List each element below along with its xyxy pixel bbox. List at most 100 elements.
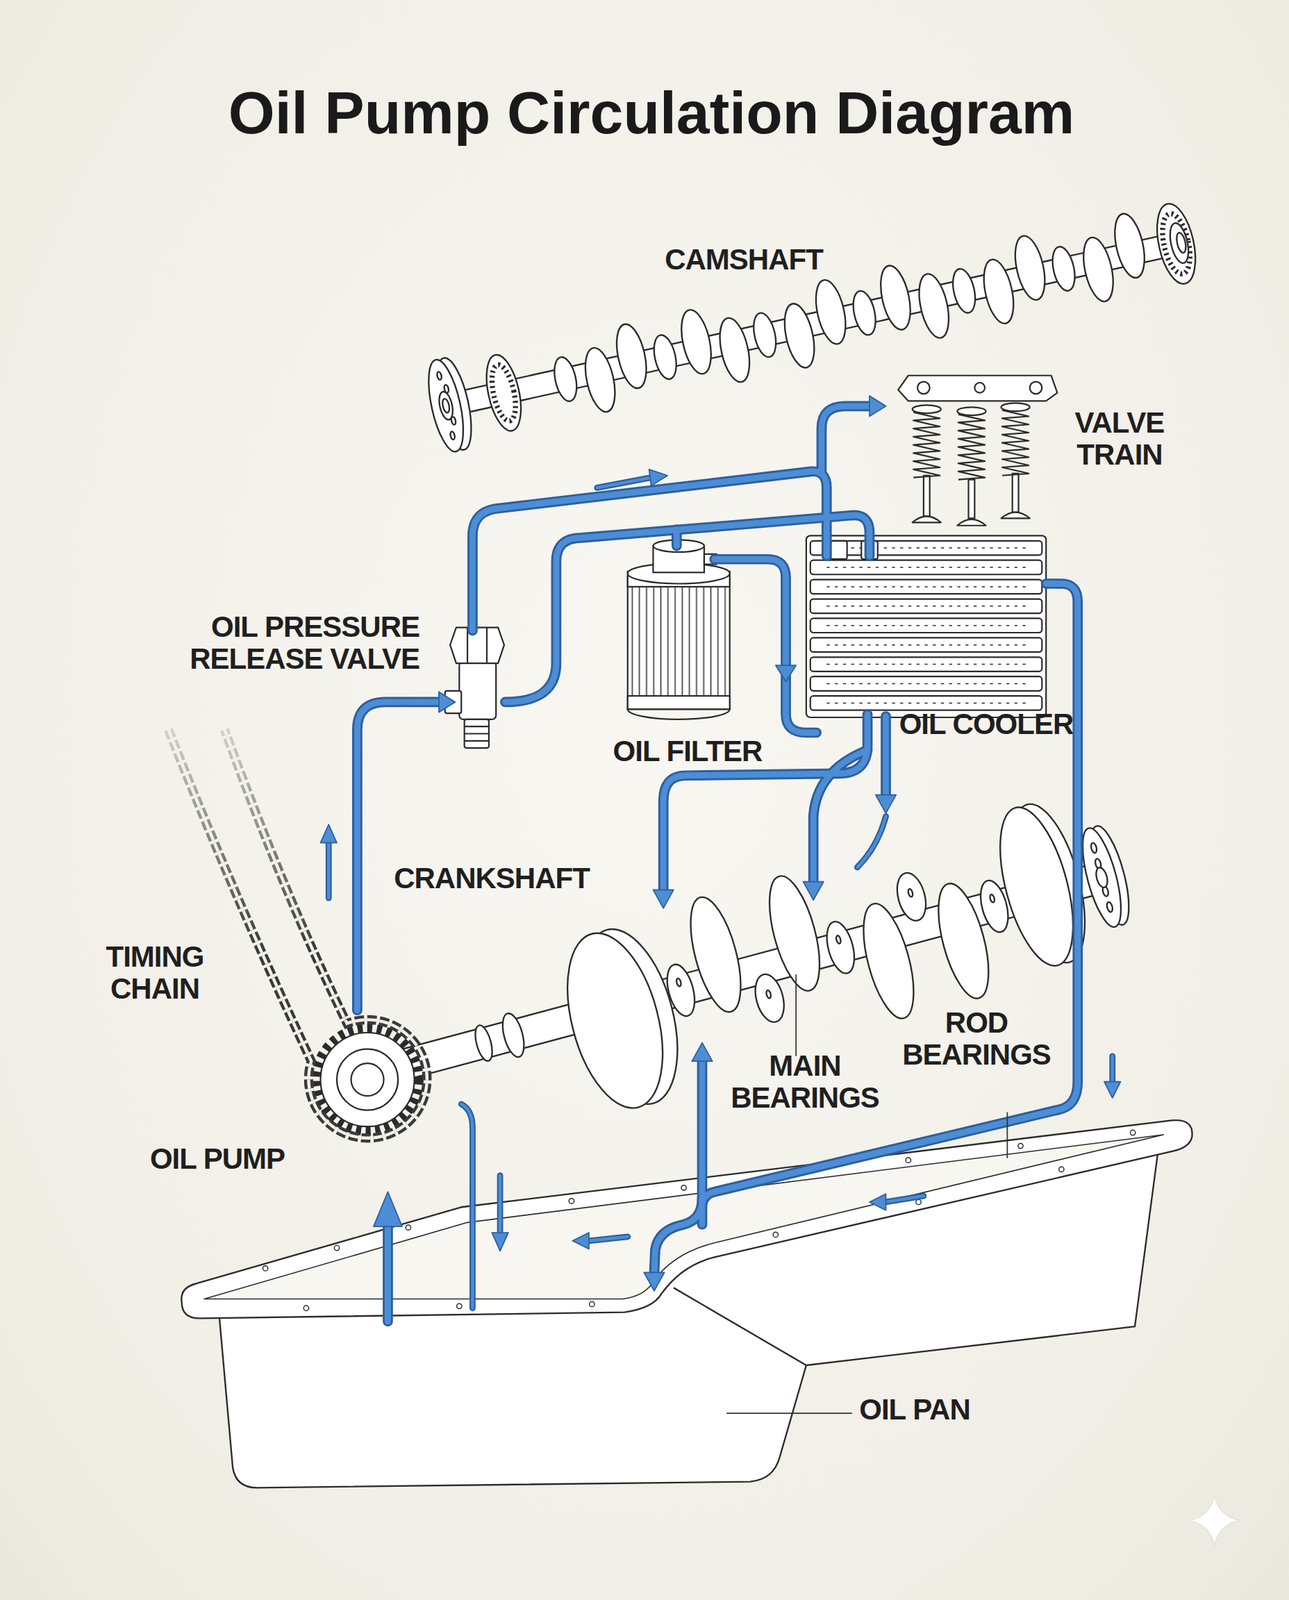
flow-arrow-line bbox=[886, 1195, 924, 1203]
valve-train bbox=[897, 375, 1058, 402]
flow-arrowhead bbox=[652, 889, 673, 908]
flow-arrow-line bbox=[597, 477, 652, 489]
oil-pan bbox=[405, 1225, 411, 1230]
camshaft bbox=[810, 277, 851, 347]
oil-pump-gear bbox=[351, 1063, 385, 1096]
flow-arrowhead bbox=[373, 1191, 403, 1227]
camshaft bbox=[441, 397, 451, 414]
oil-pan bbox=[772, 1232, 778, 1237]
timing-chain bbox=[168, 729, 428, 1139]
flow-arrow-line bbox=[588, 1236, 628, 1242]
pressure-release-valve bbox=[486, 627, 488, 664]
oil-cooler bbox=[826, 644, 1026, 646]
oil-pipe bbox=[702, 583, 1078, 1204]
crankshaft bbox=[472, 1023, 496, 1063]
flow-arrowhead bbox=[869, 395, 887, 417]
oil-pipe bbox=[702, 583, 1078, 1204]
camshaft bbox=[650, 332, 680, 381]
flow-arrowhead bbox=[691, 1043, 712, 1062]
watermark-sparkle bbox=[1188, 1495, 1240, 1546]
oil-cooler bbox=[810, 676, 1043, 692]
camshaft bbox=[579, 345, 621, 415]
oil-pipe bbox=[472, 471, 827, 631]
camshaft bbox=[487, 362, 521, 423]
camshaft bbox=[875, 263, 917, 333]
valve-train bbox=[1012, 473, 1019, 513]
oil-pan bbox=[681, 1185, 687, 1191]
timing-chain bbox=[168, 729, 428, 1139]
flow-arrow-line bbox=[328, 477, 1112, 1309]
oil-pump-gear bbox=[336, 1049, 398, 1111]
oil-pan bbox=[456, 1303, 462, 1309]
camshaft bbox=[779, 300, 820, 371]
flow-arrowhead bbox=[869, 1193, 887, 1211]
flow-arrow-line bbox=[498, 1175, 502, 1235]
oil-cooler bbox=[826, 663, 1026, 665]
flow-arrowhead bbox=[320, 395, 1121, 1292]
valve-train bbox=[912, 516, 942, 523]
oil-pipe bbox=[654, 1199, 703, 1274]
oil-pipe bbox=[356, 702, 439, 1011]
oil-pump-gear bbox=[316, 1028, 419, 1131]
oil-cooler bbox=[806, 535, 1046, 718]
flow-arrow-line bbox=[461, 1104, 473, 1309]
part-label: CAMSHAFT bbox=[604, 243, 883, 276]
leader-line bbox=[1006, 1112, 1008, 1159]
oil-pipe bbox=[654, 1199, 703, 1274]
valve-train bbox=[912, 404, 942, 414]
crankshaft bbox=[821, 918, 860, 977]
oil-pan bbox=[303, 1305, 309, 1311]
flow-arrowhead bbox=[802, 882, 823, 901]
oil-cooler bbox=[826, 566, 1026, 568]
flow-arrowhead bbox=[875, 795, 896, 814]
crankshaft bbox=[907, 888, 914, 898]
pressure-release-valve bbox=[445, 627, 505, 748]
valve-train bbox=[974, 382, 985, 394]
flow-arrow-line bbox=[886, 1195, 924, 1203]
oil-cooler bbox=[826, 547, 1026, 703]
crankshaft bbox=[1094, 866, 1110, 889]
valve-train bbox=[913, 412, 940, 478]
oil-cooler bbox=[810, 599, 1043, 614]
pressure-release-valve bbox=[464, 719, 489, 748]
oil-cooler bbox=[826, 586, 1026, 587]
camshaft bbox=[1009, 233, 1051, 303]
oil-pipe bbox=[714, 559, 817, 733]
crankshaft bbox=[853, 898, 924, 1024]
valve-train bbox=[1002, 410, 1029, 476]
flow-arrowhead bbox=[649, 469, 668, 487]
flow-arrow-line bbox=[327, 841, 330, 898]
camshaft bbox=[461, 232, 1179, 413]
leader-line bbox=[726, 1412, 853, 1415]
pressure-release-valve bbox=[466, 627, 469, 664]
crankshaft bbox=[928, 878, 999, 1004]
crankshaft bbox=[550, 922, 680, 1119]
part-label: OIL PRESSURE RELEASE VALVE bbox=[127, 611, 420, 676]
part-label: OIL COOLER bbox=[847, 708, 1126, 741]
oil-pan bbox=[262, 1266, 268, 1271]
oil-cooler bbox=[810, 618, 1043, 633]
oil-pan bbox=[1059, 1166, 1064, 1172]
flow-arrow-line bbox=[461, 1104, 473, 1309]
crankshaft bbox=[1090, 842, 1099, 854]
valve-train bbox=[1001, 512, 1030, 519]
oil-pipe bbox=[673, 529, 680, 547]
camshaft bbox=[436, 390, 455, 421]
crankshaft bbox=[988, 893, 996, 903]
flow-arrowhead bbox=[572, 1232, 589, 1250]
crankshaft bbox=[750, 970, 789, 1026]
valve-train bbox=[1001, 402, 1030, 412]
oil-filter bbox=[627, 576, 730, 710]
flow-arrow-line bbox=[328, 477, 1112, 1309]
oil-cooler bbox=[806, 535, 1046, 718]
oil-pan bbox=[568, 1198, 574, 1204]
oil-filter bbox=[627, 695, 730, 710]
flow-arrow-line bbox=[588, 1236, 628, 1242]
pressure-release-valve bbox=[459, 661, 496, 720]
camshaft bbox=[1048, 244, 1079, 293]
flow-arrowhead bbox=[1104, 1082, 1121, 1099]
flow-arrow-line bbox=[497, 1175, 504, 1235]
camshaft bbox=[1078, 234, 1119, 305]
